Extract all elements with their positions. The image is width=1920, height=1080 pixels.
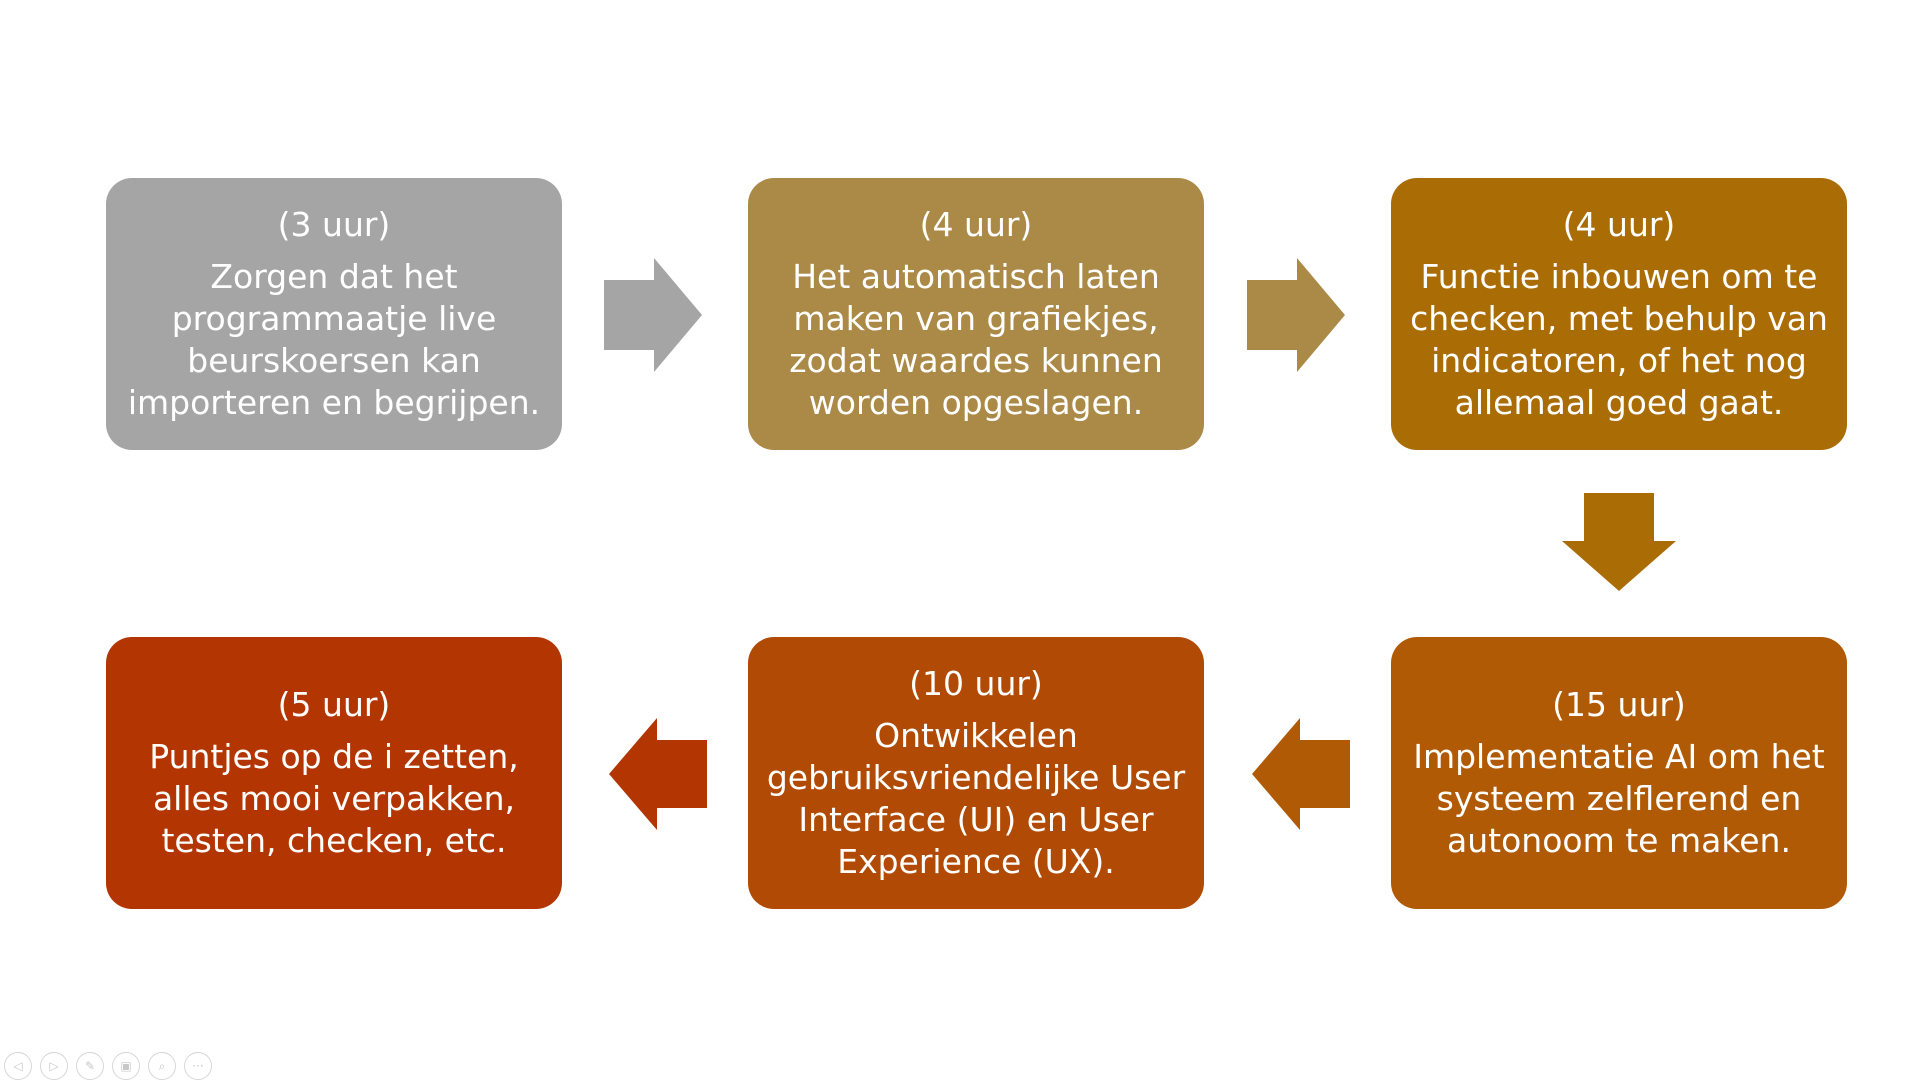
- next-icon[interactable]: ▷: [40, 1052, 68, 1080]
- step-6-text: Puntjes op de i zetten, alles mooi verpa…: [149, 737, 519, 860]
- slideshow-controls: ◁ ▷ ✎ ▣ ⌕ ···: [4, 1052, 212, 1080]
- step-4-hours: (15 uur): [1552, 685, 1686, 724]
- step-3-text: Functie inbouwen om te checken, met behu…: [1410, 257, 1828, 422]
- step-5-box: (10 uur) Ontwikkelen gebruiksvriendelijk…: [748, 637, 1204, 909]
- step-2-hours: (4 uur): [919, 205, 1033, 244]
- arrow-down-icon: [1562, 493, 1676, 591]
- arrow-left-icon: [1252, 718, 1350, 830]
- zoom-icon[interactable]: ⌕: [148, 1052, 176, 1080]
- step-3-hours: (4 uur): [1562, 205, 1676, 244]
- step-3-box: (4 uur) Functie inbouwen om te checken, …: [1391, 178, 1847, 450]
- previous-icon[interactable]: ◁: [4, 1052, 32, 1080]
- more-icon[interactable]: ···: [184, 1052, 212, 1080]
- step-6-box: (5 uur) Puntjes op de i zetten, alles mo…: [106, 637, 562, 909]
- step-1-text: Zorgen dat het programmaatje live beursk…: [127, 257, 541, 422]
- step-1-box: (3 uur) Zorgen dat het programmaatje liv…: [106, 178, 562, 450]
- step-1-hours: (3 uur): [277, 205, 391, 244]
- step-4-text: Implementatie AI om het systeem zelflere…: [1413, 737, 1825, 860]
- slides-icon[interactable]: ▣: [112, 1052, 140, 1080]
- step-5-hours: (10 uur): [909, 664, 1043, 703]
- step-5-text: Ontwikkelen gebruiksvriendelijke User In…: [766, 716, 1186, 881]
- step-6-hours: (5 uur): [277, 685, 391, 724]
- arrow-left-icon: [609, 718, 707, 830]
- step-4-box: (15 uur) Implementatie AI om het systeem…: [1391, 637, 1847, 909]
- arrow-right-icon: [604, 258, 702, 372]
- step-2-box: (4 uur) Het automatisch laten maken van …: [748, 178, 1204, 450]
- pen-icon[interactable]: ✎: [76, 1052, 104, 1080]
- arrow-right-icon: [1247, 258, 1345, 372]
- step-2-text: Het automatisch laten maken van grafiekj…: [789, 257, 1163, 422]
